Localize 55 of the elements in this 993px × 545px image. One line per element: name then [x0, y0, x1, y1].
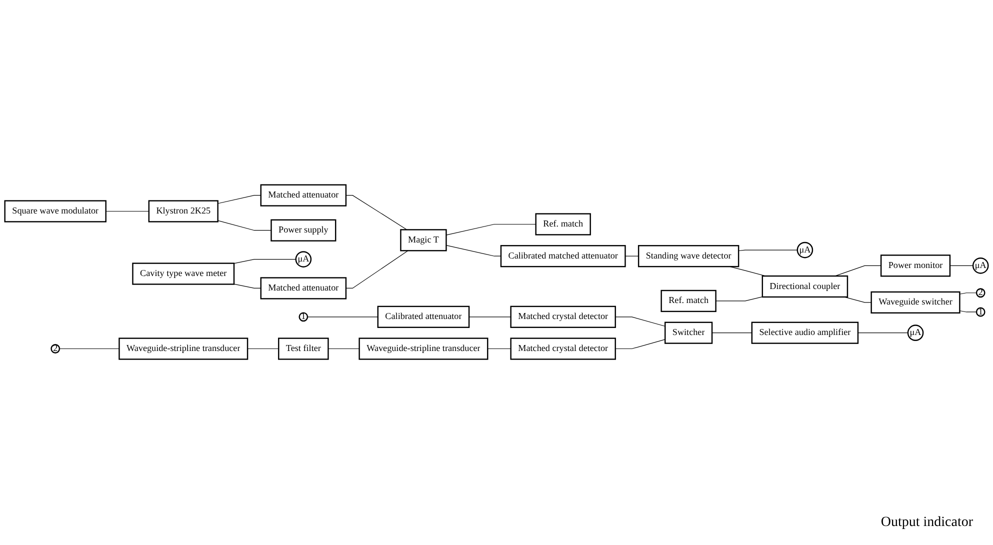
connector	[959, 310, 977, 313]
connector	[218, 195, 262, 204]
node-circle: μA	[907, 325, 924, 342]
node-box: Power supply	[270, 220, 336, 242]
node-box: Calibrated attenuator	[377, 306, 470, 328]
node-circle: μA	[295, 252, 312, 268]
node-box: Ref. match	[535, 214, 591, 236]
connector	[234, 259, 296, 264]
node-box: Directional coupler	[762, 276, 848, 298]
node-box: Magic T	[400, 230, 447, 252]
connector	[468, 317, 512, 318]
connector	[738, 250, 798, 252]
note-text: Output indicator	[880, 515, 973, 531]
connector	[247, 348, 279, 350]
node-circle: 1	[976, 308, 986, 318]
connector	[328, 348, 360, 350]
connector	[716, 296, 763, 302]
node-box: Waveguide switcher	[870, 292, 960, 314]
connector	[234, 284, 262, 289]
node-circle: 2	[50, 344, 60, 354]
node-box: Switcher	[664, 322, 713, 344]
node-box: Selective audio amplifier	[751, 322, 859, 344]
connector	[346, 195, 408, 230]
node-box: Calibrated matched attenuator	[500, 246, 626, 268]
node-box: Power monitor	[880, 255, 951, 278]
connector	[218, 220, 272, 232]
node-circle: 1	[298, 312, 308, 322]
node-box: Matched crystal detector	[510, 338, 616, 360]
connector	[307, 317, 378, 318]
node-circle: μA	[796, 242, 814, 259]
node-box: Klystron 2K25	[148, 200, 218, 223]
connector	[858, 332, 908, 334]
connector	[712, 332, 752, 334]
connector	[446, 224, 536, 236]
connector	[959, 293, 977, 295]
connector	[446, 245, 502, 257]
connector	[106, 211, 150, 212]
node-box: Standing wave detector	[638, 246, 740, 268]
node-box: Cavity type wave meter	[132, 263, 235, 286]
connector	[615, 317, 666, 327]
connector	[346, 250, 408, 289]
node-box: Square wave modulator	[4, 200, 106, 223]
node-box: Matched crystal detector	[510, 306, 616, 328]
connector	[59, 348, 120, 350]
node-box: Ref. match	[660, 290, 716, 312]
node-box: Matched attenuator	[260, 184, 347, 207]
node-box: Test filter	[278, 338, 329, 360]
node-box: Matched attenuator	[260, 278, 347, 300]
connector	[615, 340, 666, 350]
node-circle: μA	[972, 258, 989, 274]
node-box: Waveguide-stripline transducer	[358, 338, 488, 360]
connector	[624, 256, 639, 257]
connector	[834, 266, 882, 277]
connector	[487, 348, 512, 350]
node-box: Waveguide-stripline transducer	[118, 338, 248, 360]
